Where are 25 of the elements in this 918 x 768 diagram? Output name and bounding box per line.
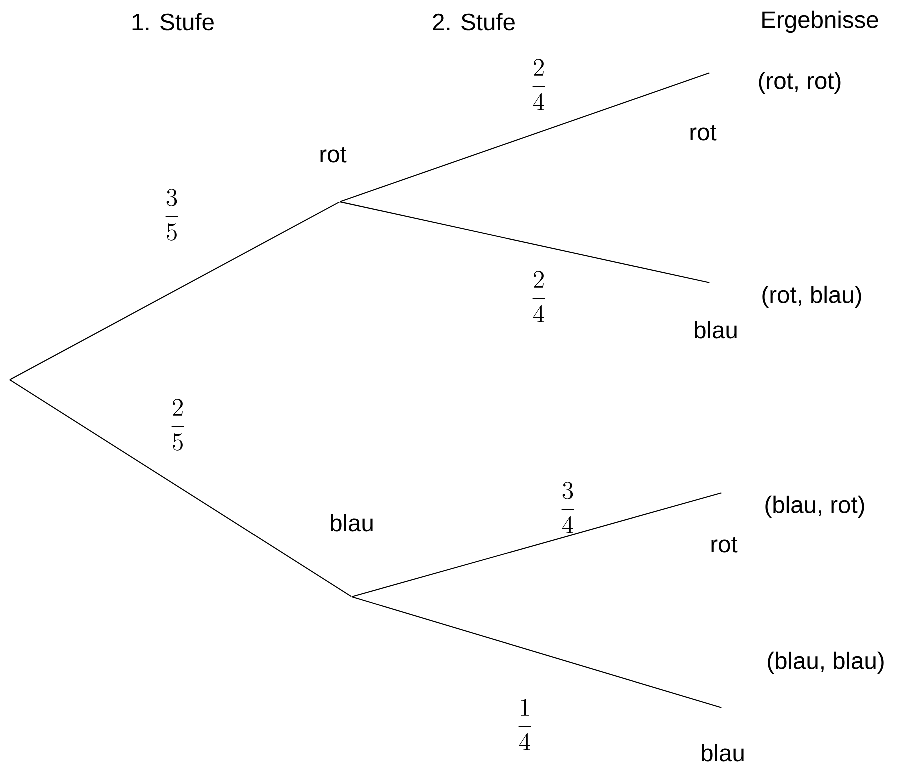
stage-heading: 1. Stufe (132, 13, 214, 31)
probability-fraction: $\frac{3}{4}$ (562, 482, 574, 534)
outcome-label: (blau, rot) (766, 496, 864, 518)
probability-fraction: $\frac{2}{4}$ (532, 59, 546, 110)
branch-line (352, 596, 722, 708)
outcome-label: (rot, rot) (759, 72, 841, 94)
probability-fraction: $\frac{2}{5}$ (172, 399, 184, 451)
branch-line (10, 202, 340, 380)
branch-label: rot (690, 125, 717, 141)
branch-line (10, 380, 352, 598)
branch-line (340, 72, 710, 202)
branch-label: blau (331, 514, 373, 532)
stage-heading: 2. Stufe (433, 13, 515, 31)
probability-fraction: $\frac{3}{5}$ (166, 189, 178, 241)
outcome-label: (rot, blau) (762, 286, 862, 308)
outcome-label: (blau, blau) (768, 652, 884, 674)
probability-fraction: $\frac{1}{4}$ (518, 699, 532, 750)
branch-line (340, 202, 710, 284)
branch-label: rot (712, 537, 738, 553)
branch-label: rot (320, 147, 347, 163)
branch-line (352, 492, 722, 598)
branch-label: blau (695, 321, 737, 339)
probability-fraction: $\frac{2}{4}$ (532, 271, 546, 322)
branch-label: blau (702, 744, 744, 762)
stage-heading: Ergebnisse (762, 10, 878, 34)
